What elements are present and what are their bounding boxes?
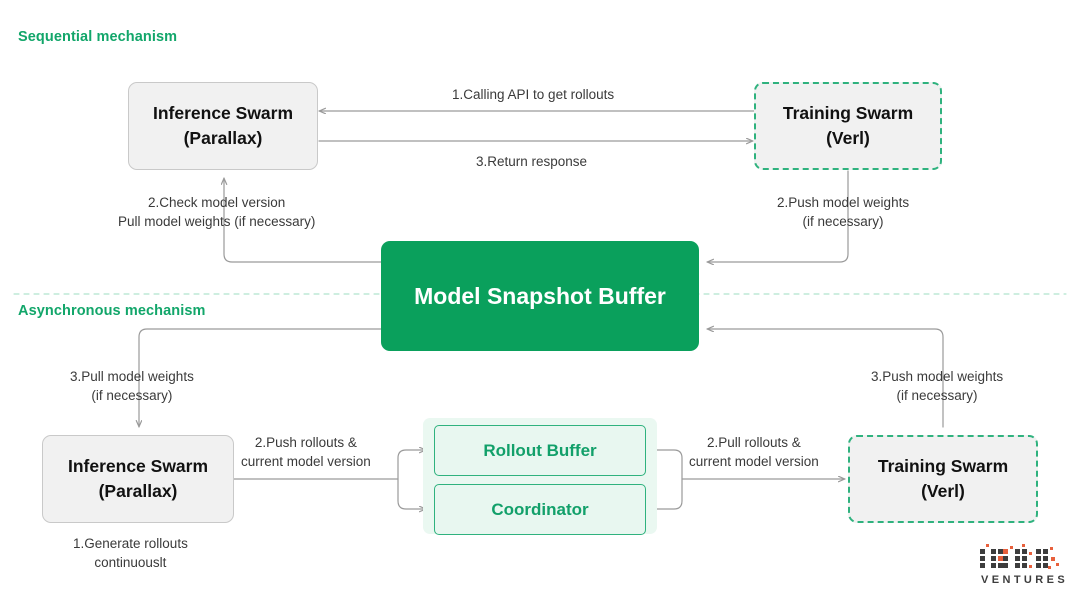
node-inference-swarm-sequential[interactable]: Inference Swarm (Parallax) [128, 82, 318, 170]
edge-label-line1: 1.Calling API to get rollouts [452, 87, 615, 102]
edge-label-line2: current model version [689, 454, 819, 469]
node-training-swarm-async[interactable]: Training Swarm (Verl) [848, 435, 1038, 523]
arrow-to-rollout-buffer [397, 450, 427, 480]
node-model-snapshot-buffer[interactable]: Model Snapshot Buffer [381, 241, 699, 351]
node-rollout-buffer[interactable]: Rollout Buffer [434, 425, 646, 476]
edge-label-line1: 2.Push model weights [777, 195, 910, 210]
edge-label-line2: Pull model weights (if necessary) [118, 214, 316, 229]
edge-label-push-rollouts: 2.Push rollouts & current model version [241, 433, 371, 471]
edge-label-line2: (if necessary) [896, 388, 978, 403]
edge-label-line1: 2.Pull rollouts & [707, 435, 801, 450]
edge-label-line2: current model version [241, 454, 371, 469]
node-label-line1: Inference Swarm [67, 456, 209, 476]
node-coordinator[interactable]: Coordinator [434, 484, 646, 535]
node-label-line2: (Parallax) [183, 128, 263, 148]
edge-label-line1: 2.Check model version [148, 195, 286, 210]
node-inference-swarm-async[interactable]: Inference Swarm (Parallax) [42, 435, 234, 523]
edge-label-calling-api: 1.Calling API to get rollouts [452, 85, 614, 104]
node-label-line2: (Verl) [921, 481, 965, 501]
edge-label-line1: 3.Push model weights [871, 369, 1004, 384]
edge-label-line1: 2.Push rollouts & [254, 435, 357, 450]
node-label: Model Snapshot Buffer [414, 282, 666, 309]
node-label-line2: (Parallax) [98, 481, 178, 501]
section-title-sequential: Sequential mechanism [18, 29, 178, 45]
iosg-wordmark-icon [980, 544, 1059, 569]
edge-label-line1: 3.Pull model weights [70, 369, 194, 384]
edge-label-generate-rollouts: 1.Generate rollouts continuouslt [73, 534, 188, 572]
edge-label-line1: 1.Generate rollouts [73, 536, 188, 551]
edge-label-check-model-version: 2.Check model version Pull model weights… [118, 193, 315, 231]
line-coordinator-to-merge [653, 478, 683, 510]
node-label: Coordinator [491, 499, 589, 519]
node-label: Rollout Buffer [483, 440, 597, 460]
edge-label-line2: (if necessary) [91, 388, 173, 403]
node-label-line1: Training Swarm [877, 456, 1009, 476]
edge-label-line2: (if necessary) [802, 214, 884, 229]
node-label-line2: (Verl) [826, 128, 870, 148]
edge-label-pull-rollouts: 2.Pull rollouts & current model version [689, 433, 819, 471]
node-label-line1: Training Swarm [782, 103, 914, 123]
edge-label-return-response: 3.Return response [476, 152, 587, 171]
iosg-ventures-logo: VENTURES [978, 543, 1068, 593]
line-rollout-to-merge [653, 449, 683, 480]
edge-label-line2: continuouslt [94, 555, 167, 570]
logo-subtitle: VENTURES [981, 574, 1069, 586]
edge-label-line1: 3.Return response [476, 154, 588, 169]
node-training-swarm-sequential[interactable]: Training Swarm (Verl) [754, 82, 942, 170]
section-title-asynchronous: Asynchronous mechanism [18, 303, 206, 319]
arrow-to-coordinator [397, 478, 427, 509]
edge-label-push-weights-async: 3.Push model weights (if necessary) [871, 367, 1003, 405]
edge-label-push-weights-sequential: 2.Push model weights (if necessary) [777, 193, 909, 231]
node-label-line1: Inference Swarm [152, 103, 294, 123]
edge-label-pull-weights-async: 3.Pull model weights (if necessary) [70, 367, 194, 405]
